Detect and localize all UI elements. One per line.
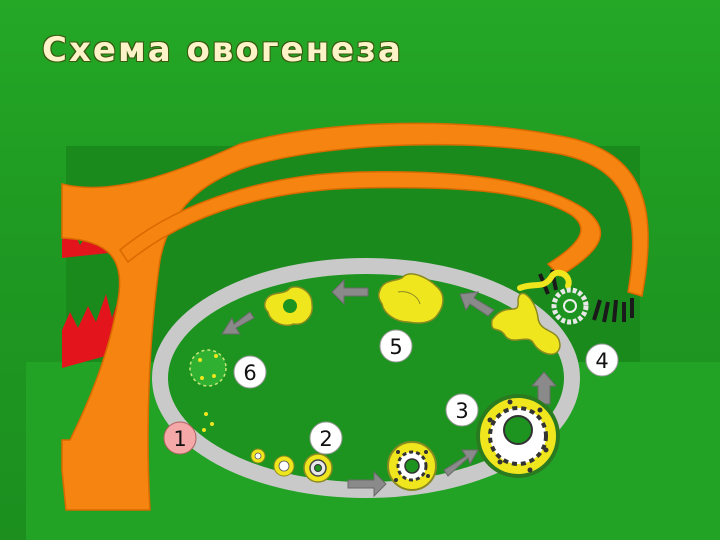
svg-text:1: 1	[173, 427, 186, 451]
arrow-to-6	[221, 311, 255, 335]
primordial-follicle	[254, 452, 262, 460]
svg-text:6: 6	[243, 361, 256, 385]
stage-label-1: 1	[163, 421, 197, 455]
stage-label-2: 2	[309, 421, 343, 455]
arrow-stage2-to-3	[347, 470, 387, 498]
stage-label-6: 6	[233, 355, 267, 389]
primordial-follicle	[278, 460, 290, 472]
slide-title: Схема овогенеза	[42, 30, 403, 70]
ovulation	[490, 269, 589, 355]
stage-label-3: 3	[445, 393, 479, 427]
primordial-follicles	[250, 448, 295, 477]
stage-label-5: 5	[379, 329, 413, 363]
regressing-corpus-luteum	[263, 286, 313, 326]
corpus-albicans	[189, 349, 227, 432]
svg-text:2: 2	[319, 427, 332, 451]
arrow-to-ovulation	[530, 371, 558, 405]
growing-follicle	[387, 441, 437, 491]
svg-text:5: 5	[389, 335, 402, 359]
arrow-5-to-yellow	[331, 278, 369, 306]
growth-arrows	[221, 278, 558, 498]
primary-follicle	[303, 453, 333, 483]
svg-text:3: 3	[455, 399, 468, 423]
oviduct-funnel	[61, 122, 649, 511]
arrow-stage3-growth	[443, 449, 479, 477]
svg-text:4: 4	[595, 349, 608, 373]
corpus-luteum	[377, 273, 444, 324]
ovary-outline	[152, 258, 580, 498]
fimbria-lower	[62, 294, 120, 368]
arrow-ovulation-to-5	[459, 291, 495, 317]
oviduct-inner-tube	[119, 170, 602, 277]
stage-label-4: 4	[585, 343, 619, 377]
mature-follicle	[476, 394, 560, 478]
